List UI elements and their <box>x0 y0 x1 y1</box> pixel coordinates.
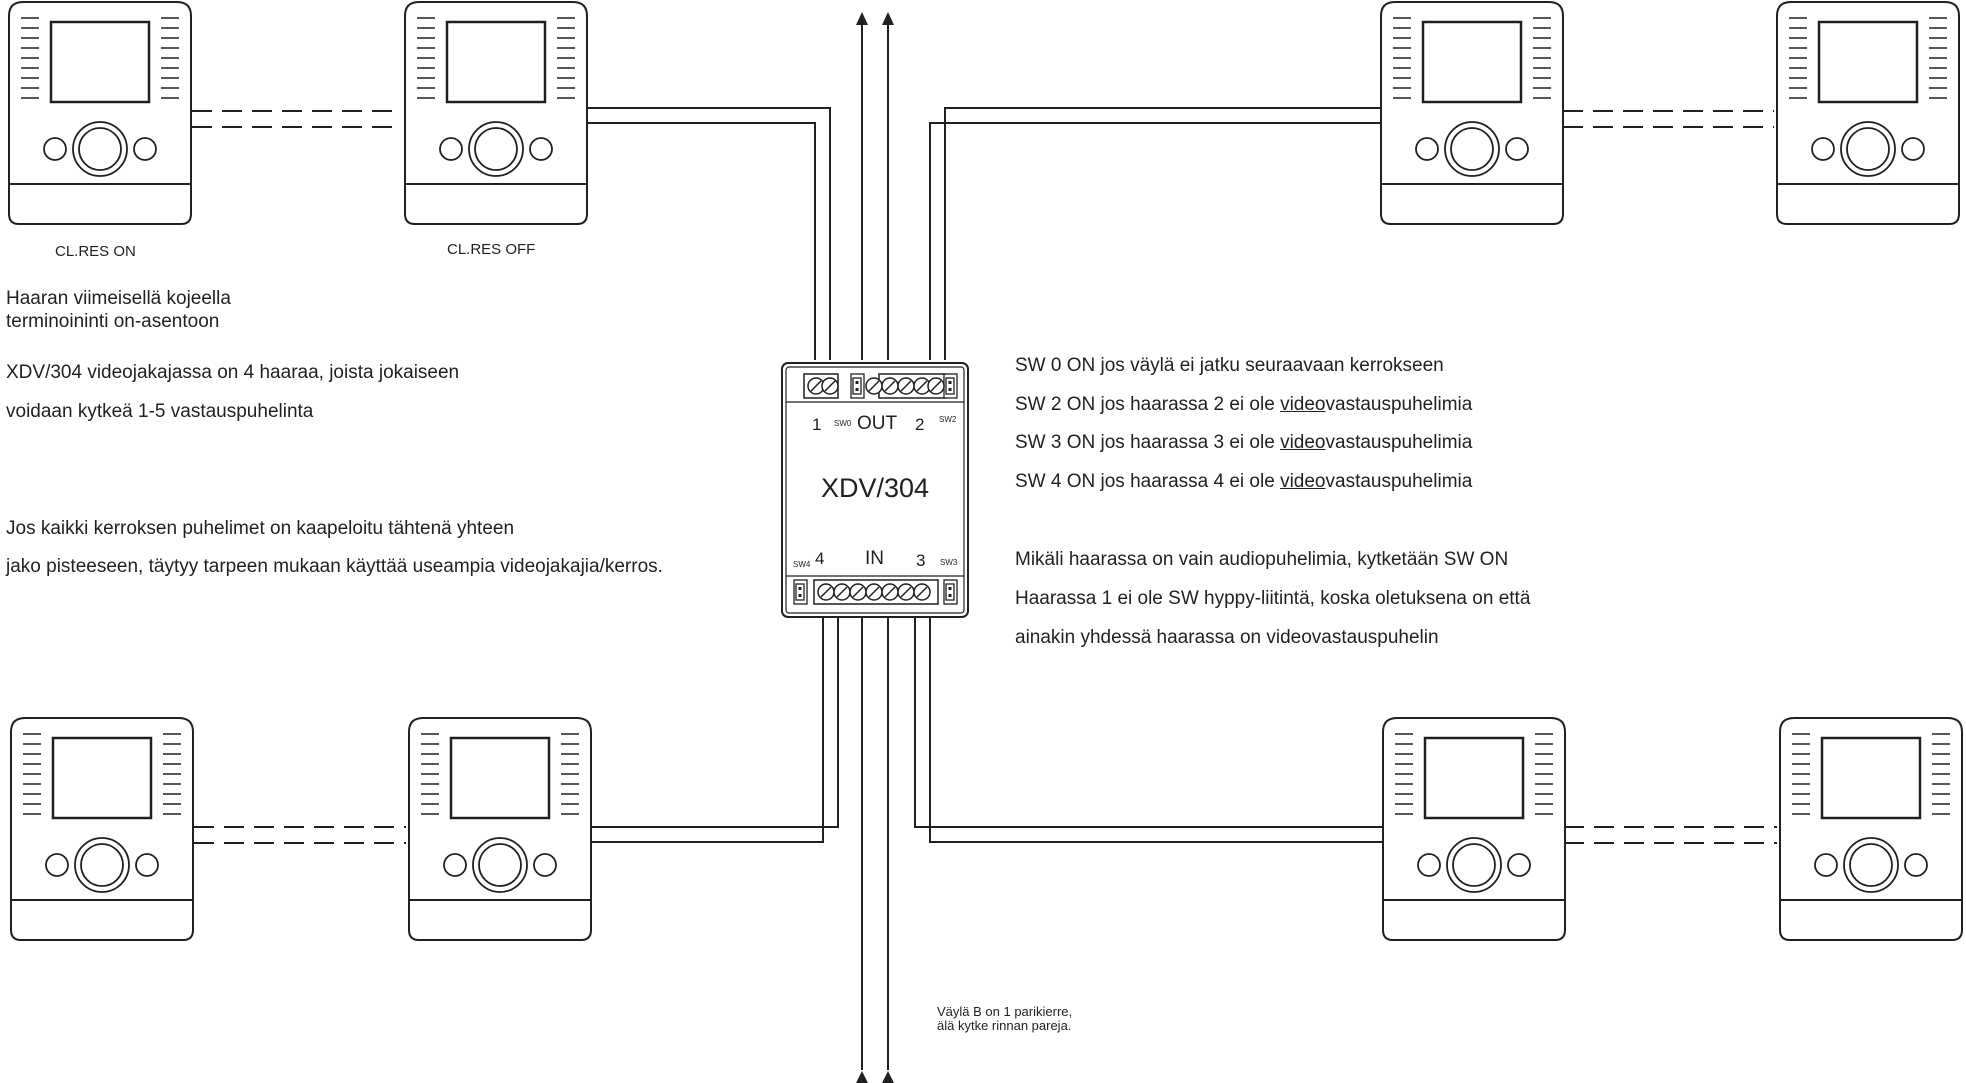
sw2-note-video: video <box>1280 394 1326 415</box>
branches-note-line2: voidaan kytkeä 1-5 vastauspuhelinta <box>6 401 314 422</box>
terminal-screw <box>849 583 867 601</box>
intercom-monitor-top-left-2 <box>403 0 589 226</box>
sw2-note: SW 2 ON jos haarassa 2 ei ole videovasta… <box>1015 394 1472 416</box>
terminal-screw <box>833 583 851 601</box>
xdv304-distributor: 1 SW0 OUT 2 SW2 XDV/304 SW4 4 IN 3 SW3 <box>781 362 969 618</box>
bus-arrow-up-b <box>882 12 894 25</box>
sw4-note-suffix: vastauspuhelimia <box>1325 471 1473 492</box>
bus-arrow-bottom-a <box>856 1071 868 1083</box>
sw4-note: SW 4 ON jos haarassa 4 ei ole videovasta… <box>1015 471 1472 493</box>
bus-note-line1: Väylä B on 1 parikierre, <box>937 1004 1073 1019</box>
terminal-screw <box>865 583 883 601</box>
sw4-jumper-icon <box>795 583 805 601</box>
bus-arrow-up-a <box>856 12 868 25</box>
in-label: IN <box>865 548 884 569</box>
dashed-links <box>192 110 1777 844</box>
terminal-screw <box>881 583 899 601</box>
sw3-label: SW3 <box>940 558 958 567</box>
sw3-note-video: video <box>1280 432 1326 453</box>
sw0-note: SW 0 ON jos väylä ei jatku seuraavaan ke… <box>1015 355 1444 376</box>
intercom-monitor-top-left-1 <box>7 0 193 226</box>
terminal-screw <box>897 377 915 395</box>
audio-note: Mikäli haarassa on vain audiopuhelimia, … <box>1015 549 1509 570</box>
terminal-screw <box>927 377 945 395</box>
out-label: OUT <box>857 413 898 434</box>
terminal-screw <box>881 377 899 395</box>
port-3-label: 3 <box>916 551 925 570</box>
terminal-screw <box>821 377 839 395</box>
star-note-line2: jako pisteeseen, täytyy tarpeen mukaan k… <box>6 556 663 577</box>
sw3-note-suffix: vastauspuhelimia <box>1325 432 1473 453</box>
sw3-note-prefix: SW 3 ON jos haarassa 3 ei ole <box>1015 432 1281 453</box>
intercom-monitor-bottom-right-1 <box>1381 716 1567 942</box>
sw4-note-prefix: SW 4 ON jos haarassa 4 ei ole <box>1015 471 1281 492</box>
branch1-note-line1: Haarassa 1 ei ole SW hyppy-liitintä, kos… <box>1015 588 1531 609</box>
sw3-note: SW 3 ON jos haarassa 3 ei ole videovasta… <box>1015 432 1472 454</box>
sw2-note-suffix: vastauspuhelimia <box>1325 394 1473 415</box>
device-model-label: XDV/304 <box>821 473 929 503</box>
intercom-monitor-top-right-2 <box>1775 0 1961 226</box>
terminal-screw <box>913 583 931 601</box>
sw0-jumper-icon <box>852 377 862 395</box>
intercom-monitor-top-right-1 <box>1379 0 1565 226</box>
intercom-monitor-bottom-right-2 <box>1778 716 1964 942</box>
intercom-monitor-bottom-left-1 <box>9 716 195 942</box>
star-note-line1: Jos kaikki kerroksen puhelimet on kaapel… <box>6 518 515 539</box>
termination-note-line1: Haaran viimeisellä kojeella <box>6 288 231 309</box>
terminal-screw <box>817 583 835 601</box>
branch1-note-line2: ainakin yhdessä haarassa on videovastaus… <box>1015 627 1439 648</box>
sw3-jumper-icon <box>945 583 955 601</box>
terminal-screw <box>865 377 883 395</box>
bus-arrow-bottom-b <box>882 1071 894 1083</box>
bus-note-line2: älä kytke rinnan pareja. <box>937 1018 1072 1033</box>
terminal-screw <box>897 583 915 601</box>
sw2-jumper-icon <box>945 377 955 395</box>
port-1-label: 1 <box>812 415 821 434</box>
clres-off-label: CL.RES OFF <box>447 241 536 258</box>
intercom-monitor-bottom-left-2 <box>407 716 593 942</box>
sw0-label: SW0 <box>834 419 852 428</box>
sw4-label: SW4 <box>793 560 811 569</box>
sw2-label: SW2 <box>939 415 957 424</box>
termination-note-line2: terminoininti on-asentoon <box>6 311 220 332</box>
bus-wires <box>588 24 1382 1070</box>
clres-on-label: CL.RES ON <box>55 243 136 260</box>
port-4-label: 4 <box>815 549 824 568</box>
branches-note-line1: XDV/304 videojakajassa on 4 haaraa, jois… <box>6 362 460 383</box>
port-2-label: 2 <box>915 415 924 434</box>
sw2-note-prefix: SW 2 ON jos haarassa 2 ei ole <box>1015 394 1281 415</box>
bus-arrows <box>856 12 894 1083</box>
sw4-note-video: video <box>1280 471 1326 492</box>
